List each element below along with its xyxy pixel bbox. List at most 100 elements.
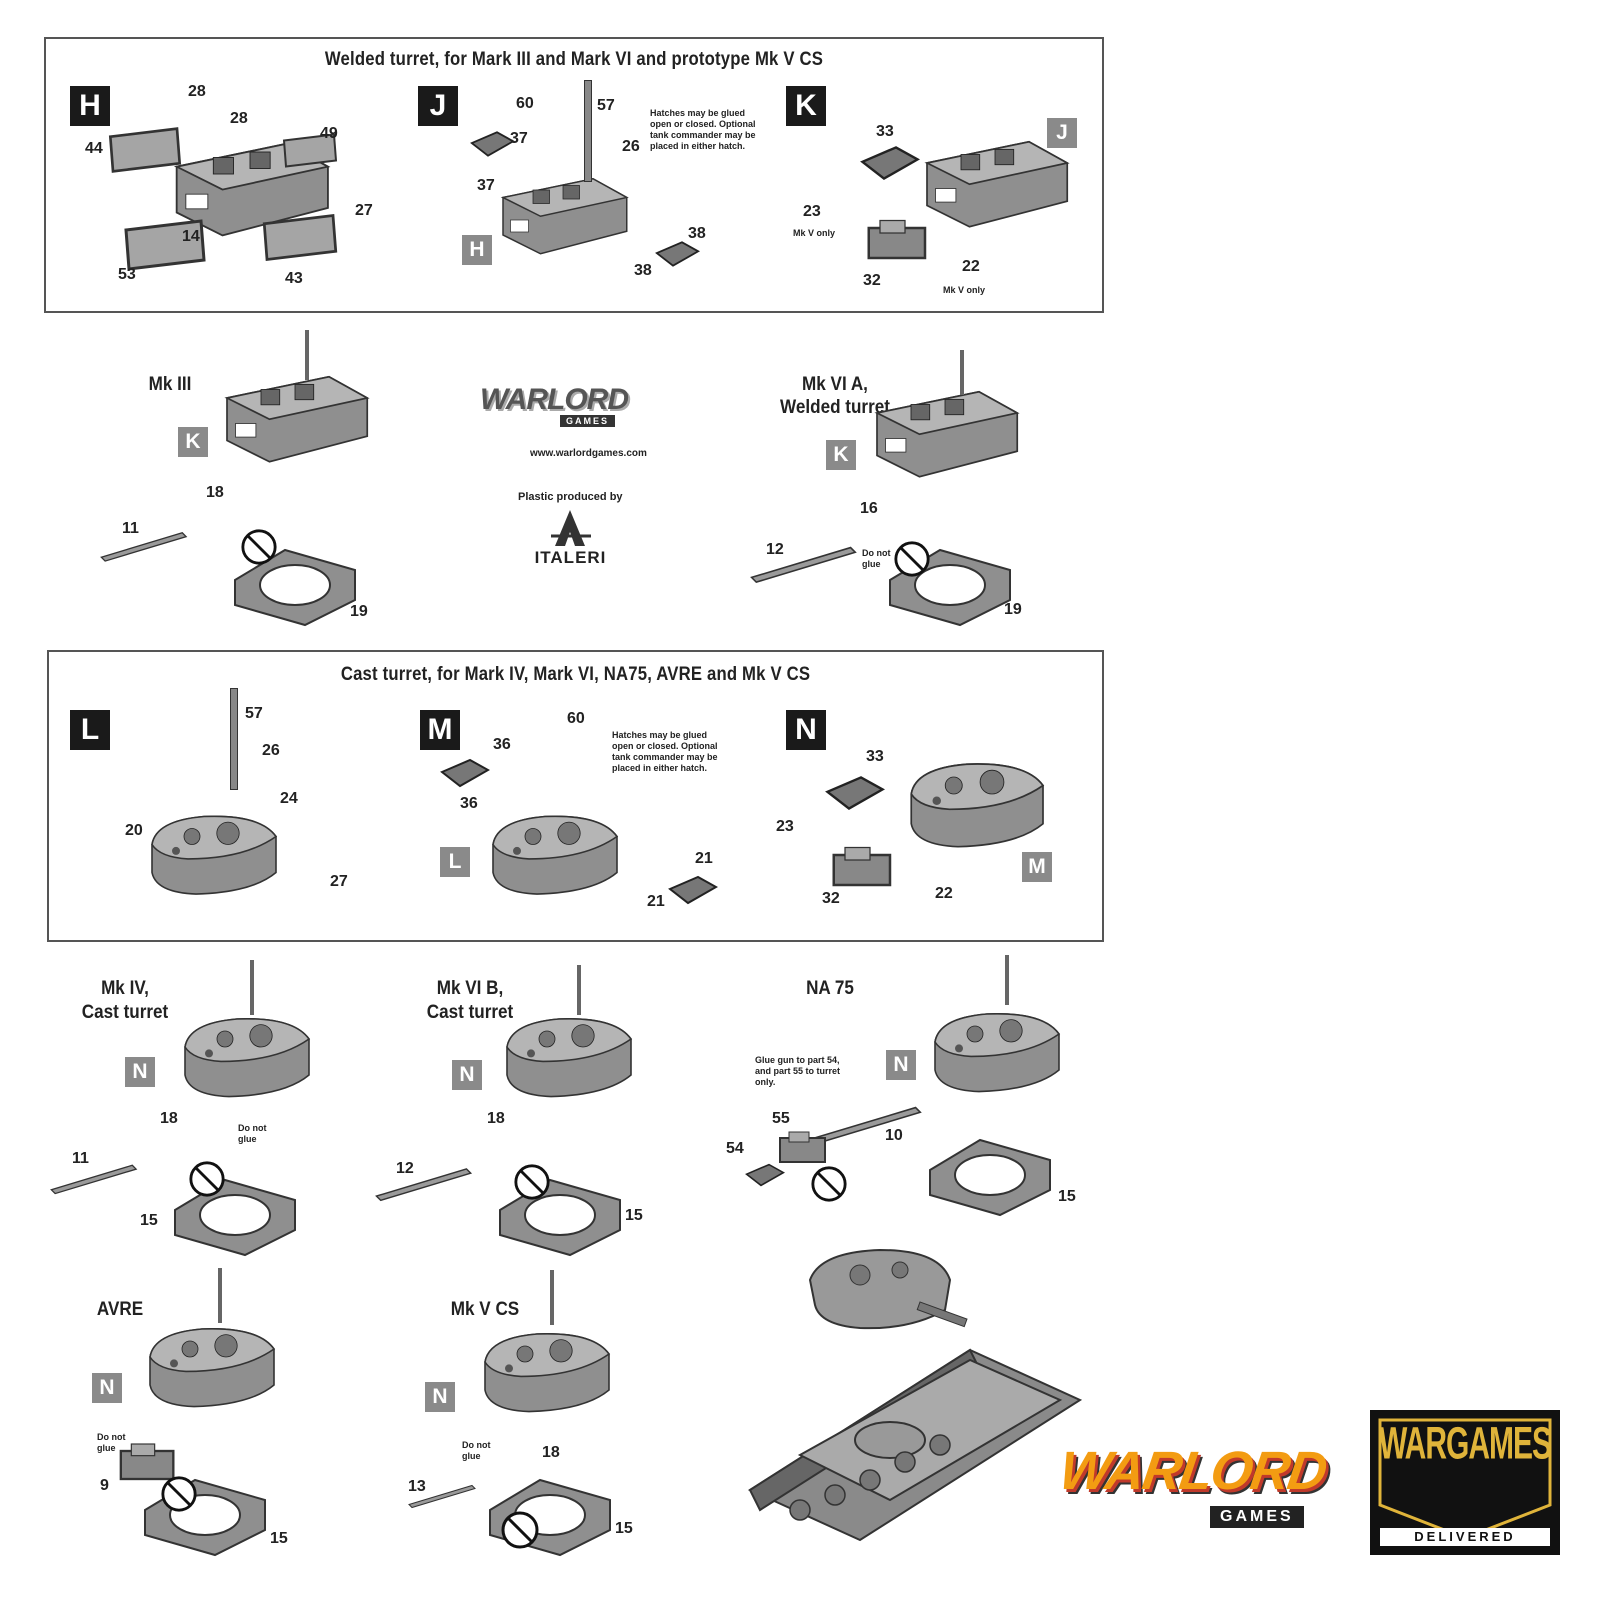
part-number: 44: [85, 140, 103, 157]
part-number: 18: [487, 1110, 505, 1127]
part-number: 19: [1004, 601, 1022, 618]
variant-na75-turret-part: [915, 995, 1075, 1105]
variant-mk4-aerial-part: [250, 960, 254, 1015]
variant-mk5cs-label: Mk V CS: [450, 1299, 520, 1320]
step-h-side-panel-part: [105, 120, 185, 180]
variant-mk6a-ref-badge: K: [826, 440, 856, 470]
no-glue-icon: [513, 1163, 551, 1201]
do-not-glue-note: Do not glue: [862, 548, 891, 569]
do-not-glue-note: Do not glue: [238, 1123, 267, 1144]
step-m-hatch-part: [668, 875, 718, 905]
variant-mk5cs-aerial-part: [550, 1270, 554, 1325]
variant-mk6a-turret-part: [860, 375, 1030, 485]
variant-mk4-ring-part: [165, 1170, 305, 1260]
variant-mk6a-label-1: Mk VI A,: [802, 374, 868, 395]
part-number: 15: [1058, 1188, 1076, 1205]
variant-mk6a-aerial-part: [960, 350, 964, 395]
step-j-hatch-part: [470, 130, 515, 158]
variant-mk6b-gun-part: [375, 1160, 475, 1205]
variant-mk4-label-1: Mk IV,: [101, 978, 149, 999]
step-j-ref-badge: H: [462, 235, 492, 265]
step-n-mantlet-part: [825, 845, 905, 895]
variant-mk3-gun-part: [100, 525, 190, 565]
step-l-turret-part: [132, 795, 292, 910]
part-number: 11: [72, 1150, 89, 1167]
step-h-rear-panel-part: [255, 210, 345, 265]
part-number: 24: [280, 790, 298, 807]
variant-na75-ref-badge: N: [886, 1050, 916, 1080]
step-k-badge: K: [786, 86, 826, 126]
welded-turret-section: Welded turret, for Mark III and Mark VI …: [44, 37, 1104, 313]
plastic-produced-text: Plastic produced by: [518, 491, 623, 503]
variant-mk3-turret-part: [210, 360, 380, 470]
variant-mk4-ref-badge: N: [125, 1057, 155, 1087]
variant-mk6b-label-1: Mk VI B,: [436, 978, 504, 999]
do-not-glue-note: Do not glue: [97, 1432, 126, 1453]
part-number: 57: [245, 705, 263, 722]
italeri-logo: ITALERI: [523, 508, 618, 568]
part-number: 28: [230, 110, 248, 127]
step-k-ref-badge: J: [1047, 118, 1077, 148]
part-number: 57: [597, 97, 615, 114]
step-k-mantlet-part: [860, 218, 940, 268]
step-j-turret-part: [488, 165, 638, 260]
variant-avre-label: AVRE: [96, 1299, 144, 1320]
step-l-badge: L: [70, 710, 110, 750]
italeri-text: ITALERI: [534, 548, 607, 567]
part-number: 27: [355, 202, 373, 219]
part-number: 26: [262, 742, 280, 759]
step-n-badge: N: [786, 710, 826, 750]
part-number: 16: [860, 500, 878, 517]
part-number: 36: [493, 736, 511, 753]
part-number: 15: [615, 1520, 633, 1537]
variant-mk5cs-ref-badge: N: [425, 1382, 455, 1412]
wargames-text: WARGAMES: [1379, 1419, 1552, 1470]
variant-mk4-gun-part: [50, 1155, 140, 1200]
variant-mk3-ref-badge: K: [178, 427, 208, 457]
variant-mk5cs-turret-part: [465, 1315, 625, 1425]
step-m-badge: M: [420, 710, 460, 750]
variant-mk6b-ring-part: [490, 1170, 630, 1260]
part-number: 19: [350, 603, 368, 620]
variant-mk4-label-2: Cast turret: [81, 1002, 169, 1023]
variant-mk6b-label-2: Cast turret: [426, 1002, 514, 1023]
part-number: 18: [206, 484, 224, 501]
part-number: 14: [182, 228, 200, 245]
part-number: 13: [408, 1478, 426, 1495]
step-k-note-22: Mk V only: [943, 285, 986, 295]
step-n-turret-part: [890, 745, 1060, 860]
part-number: 10: [885, 1127, 903, 1144]
variant-na75-mount-part: [745, 1160, 785, 1190]
delivered-text: DELIVERED: [1380, 1528, 1550, 1546]
no-glue-icon: [188, 1160, 226, 1198]
cast-section-title: Cast turret, for Mark IV, Mark VI, NA75,…: [340, 664, 811, 685]
part-number: 20: [125, 822, 143, 839]
variant-mk3-aerial-part: [305, 330, 309, 380]
variant-na75-aerial-part: [1005, 955, 1009, 1005]
part-number: 23: [776, 818, 794, 835]
part-number: 32: [863, 272, 881, 289]
step-m-turret-part: [473, 795, 633, 910]
variant-mk6b-turret-part: [487, 1000, 647, 1110]
variant-na75-ring-part: [920, 1130, 1060, 1220]
step-n-ref-badge: M: [1022, 852, 1052, 882]
part-number: 33: [876, 123, 894, 140]
step-m-note: Hatches may be glued open or closed. Opt…: [612, 730, 718, 773]
part-number: 32: [822, 890, 840, 907]
part-number: 36: [460, 795, 478, 812]
part-number: 15: [625, 1207, 643, 1224]
part-number: 26: [622, 138, 640, 155]
warlord-games-logo: WARLORD GAMES: [1056, 1440, 1330, 1550]
step-l-aerial-part: [230, 688, 238, 790]
variant-avre-aerial-part: [218, 1268, 222, 1323]
part-number: 54: [726, 1140, 744, 1157]
na75-glue-note: Glue gun to part 54, and part 55 to turr…: [755, 1055, 841, 1087]
welded-section-title: Welded turret, for Mark III and Mark VI …: [324, 49, 824, 70]
part-number: 55: [772, 1110, 790, 1127]
part-number: 38: [634, 262, 652, 279]
variant-mk6b-aerial-part: [577, 965, 581, 1015]
variant-avre-ref-badge: N: [92, 1373, 122, 1403]
part-number: 27: [330, 873, 348, 890]
wargames-delivered-logo: WARGAMES DELIVERED: [1370, 1410, 1560, 1555]
part-number: 12: [396, 1160, 414, 1177]
